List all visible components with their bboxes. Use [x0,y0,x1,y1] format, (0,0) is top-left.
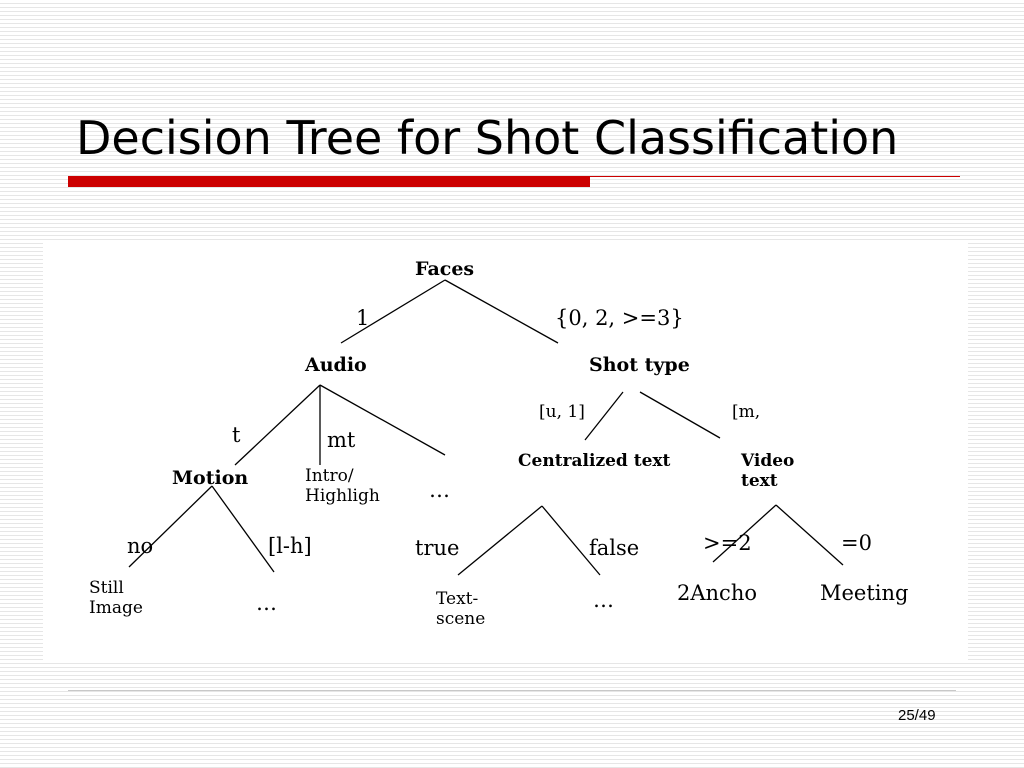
edge-audio-motion [234,384,321,466]
leaf-centralized-more: … [593,588,614,612]
edge-label-faces-right: {0, 2, >=3} [555,306,684,330]
page-number: 25/49 [898,707,936,724]
node-motion: Motion [172,467,249,489]
edge-centralized-more [541,505,601,576]
leaf-2-anchor: 2Ancho [677,581,757,605]
leaf-text-scene: Text- scene [436,589,486,629]
edge-label-m: [m, [732,402,761,422]
leaf-still-image: Still Image [89,579,143,618]
edge-label-eq0: =0 [841,531,872,555]
tree-edges [128,279,844,576]
decision-tree-diagram: Faces 1 {0, 2, >=3} Audio t mt Intro/ Hi… [43,240,968,662]
title-underline-thin [590,176,960,177]
edge-videotext-meeting [775,504,844,566]
node-video-text: Video text [741,451,795,491]
leaf-intro-highlight: Intro/ Highligh [305,467,380,506]
edge-motion-more [211,485,275,573]
node-audio: Audio [305,354,367,376]
edge-label-ge2: >=2 [703,531,752,555]
slide-title: Decision Tree for Shot Classification [76,111,899,165]
leaf-meeting: Meeting [820,581,909,605]
edge-faces-audio [340,279,446,344]
leaf-motion-more: … [256,591,277,615]
edge-label-u-1: [u, 1] [539,402,585,422]
leaf-audio-more: … [429,478,450,502]
edge-label-no: no [127,534,154,558]
edge-faces-shottype [444,279,559,344]
edge-label-mt: mt [327,428,356,452]
edge-shottype-videotext [639,391,721,439]
edge-label-t: t [232,423,241,447]
node-shot-type: Shot type [589,354,690,376]
edge-centralized-textscene [457,505,543,576]
edge-label-true: true [415,536,460,560]
edge-label-false: false [589,536,640,560]
node-centralized-text: Centralized text [518,451,671,471]
edge-motion-still [128,485,213,568]
node-faces: Faces [415,258,475,280]
title-underline-red [68,176,590,187]
edge-label-1: 1 [356,306,370,330]
edge-videotext-anchor [712,504,777,563]
edge-label-l-h: [l-h] [268,534,312,558]
footer-divider [68,690,956,691]
edge-shottype-centralized [584,391,624,441]
edge-audio-more [319,384,446,456]
